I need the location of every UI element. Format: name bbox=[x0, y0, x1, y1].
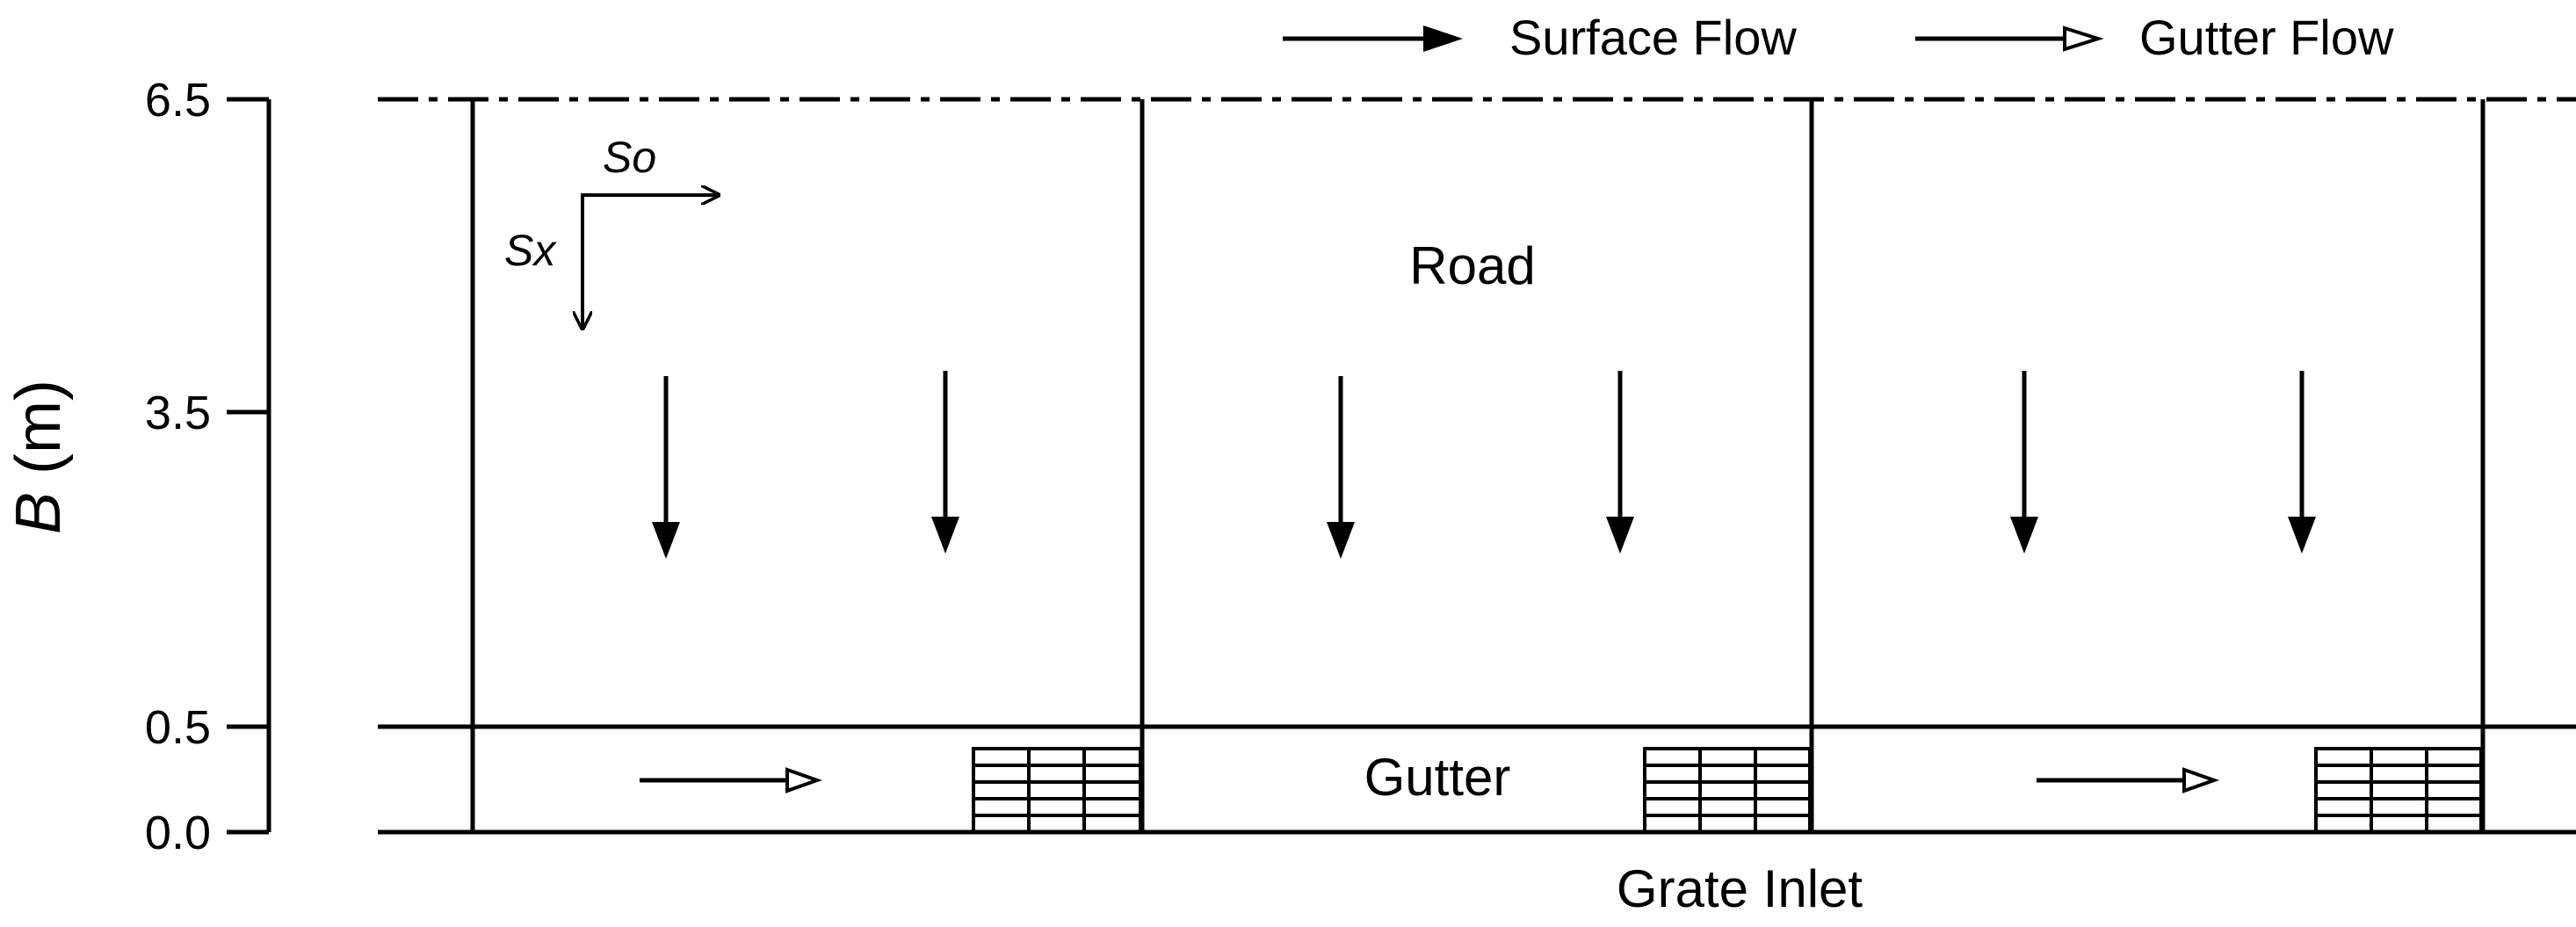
surface-flow-arrow bbox=[2010, 371, 2038, 554]
grate-inlets bbox=[972, 747, 2483, 834]
y-axis: 6.5 3.5 0.5 0.0 B (m) bbox=[4, 74, 271, 859]
gutter-flow-arrows bbox=[640, 767, 2220, 793]
surface-flow-arrow bbox=[1606, 371, 1634, 554]
gutter-flow-arrow bbox=[2037, 767, 2220, 793]
slope-indicator: So Sx bbox=[504, 133, 720, 330]
gutter-flow-legend-arrowhead bbox=[2063, 25, 2104, 52]
y-tick-label-3-5: 3.5 bbox=[145, 387, 211, 439]
surface-flow-arrows bbox=[652, 371, 2316, 559]
grate-inlet bbox=[1643, 747, 1812, 834]
sx-label: Sx bbox=[504, 226, 557, 275]
legend: Surface Flow Gutter Flow bbox=[1283, 10, 2394, 65]
surface-flow-legend-label: Surface Flow bbox=[1509, 10, 1797, 65]
y-axis-label: B (m) bbox=[4, 380, 74, 534]
grate-inlet-label: Grate Inlet bbox=[1617, 859, 1863, 918]
surface-flow-arrow bbox=[652, 376, 680, 559]
y-tick-label-0-5: 0.5 bbox=[145, 701, 211, 754]
grate-inlet bbox=[2314, 747, 2483, 834]
grate-inlet bbox=[972, 747, 1142, 834]
gutter-flow-legend-label: Gutter Flow bbox=[2139, 10, 2394, 65]
segment-boundaries bbox=[470, 99, 2486, 832]
y-tick-label-0-0: 0.0 bbox=[145, 807, 211, 859]
surface-flow-arrow bbox=[2288, 371, 2316, 554]
y-tick-label-6-5: 6.5 bbox=[145, 74, 211, 127]
surface-flow-arrow bbox=[1327, 376, 1355, 559]
gutter-label: Gutter bbox=[1364, 748, 1511, 807]
gutter-flow-arrow bbox=[640, 767, 823, 793]
so-label: So bbox=[603, 133, 656, 182]
surface-flow-legend-arrowhead bbox=[1423, 25, 1463, 52]
road-label: Road bbox=[1409, 236, 1535, 295]
surface-flow-arrow bbox=[931, 371, 959, 554]
